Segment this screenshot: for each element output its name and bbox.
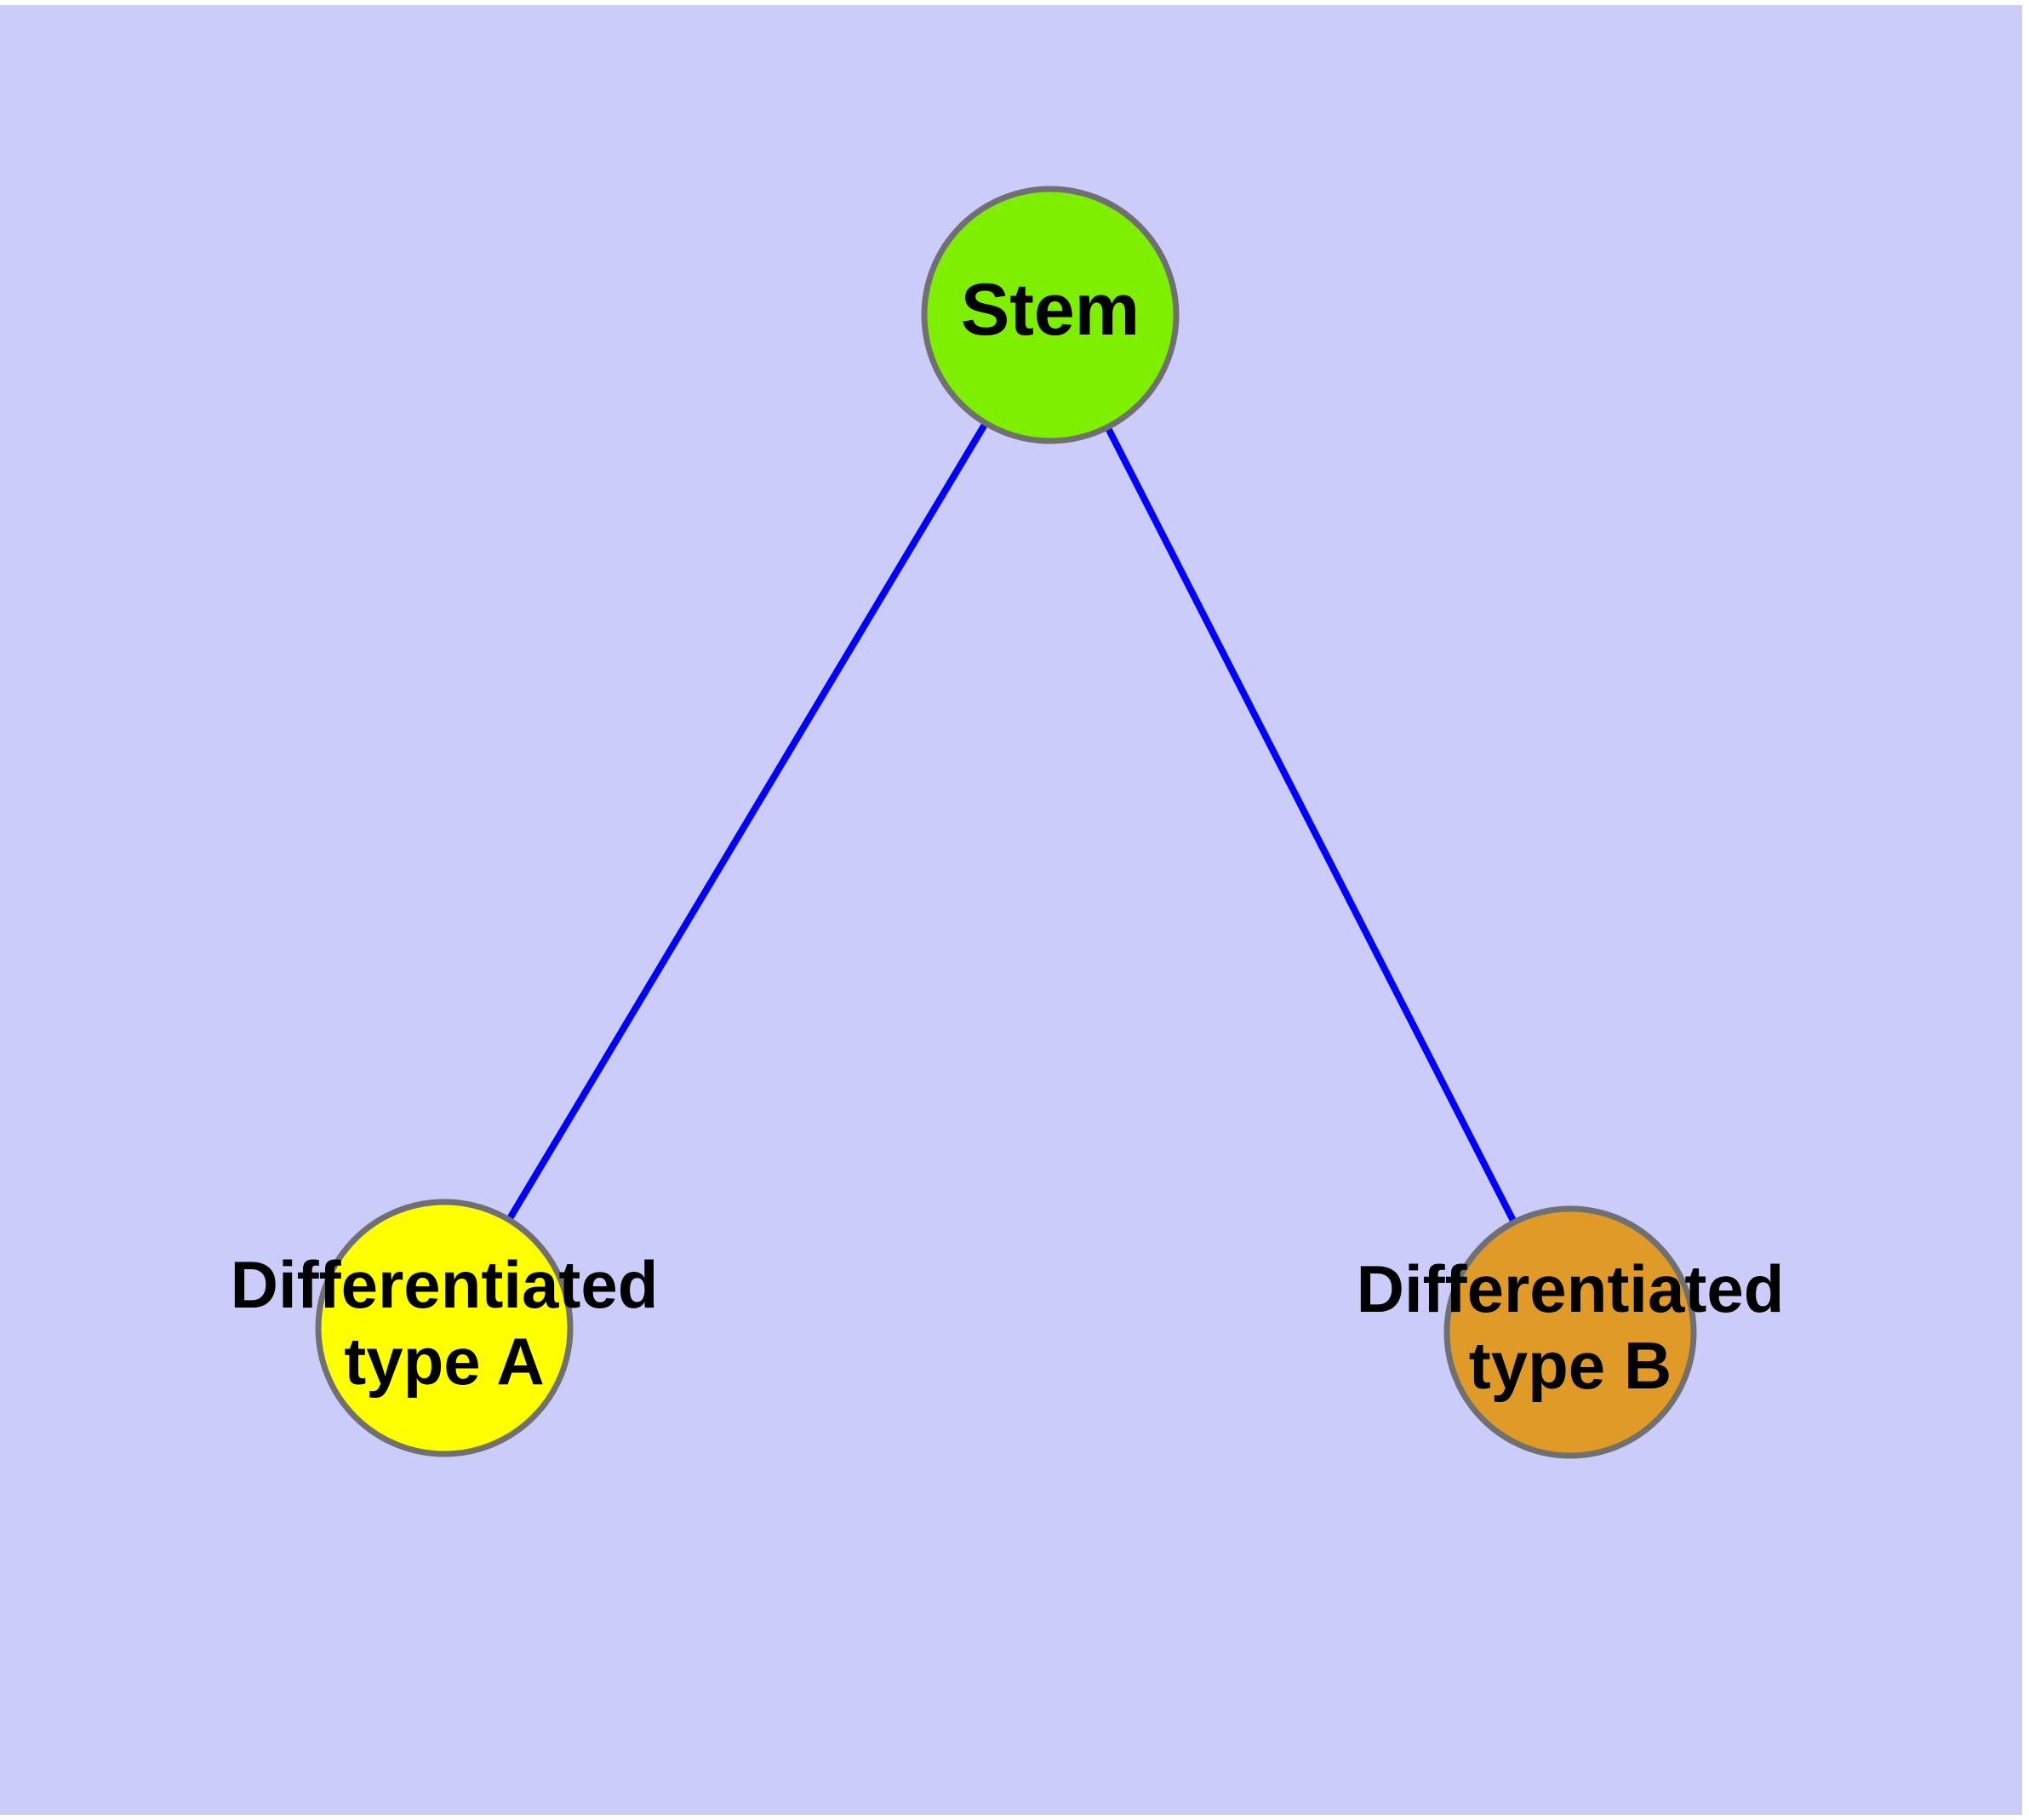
node-differentiated-type-a-circle[interactable]: [315, 1199, 574, 1457]
node-stem[interactable]: Stem: [921, 186, 1180, 444]
edge-layer: [506, 421, 1517, 1224]
node-stem-circle[interactable]: [921, 186, 1180, 444]
node-differentiated-type-b-circle[interactable]: [1443, 1205, 1697, 1459]
node-stem-label: Stem: [961, 269, 1140, 351]
edge-stem-to-differentiated-type-a[interactable]: [506, 421, 989, 1222]
edge-stem-to-differentiated-type-b[interactable]: [1104, 425, 1517, 1224]
